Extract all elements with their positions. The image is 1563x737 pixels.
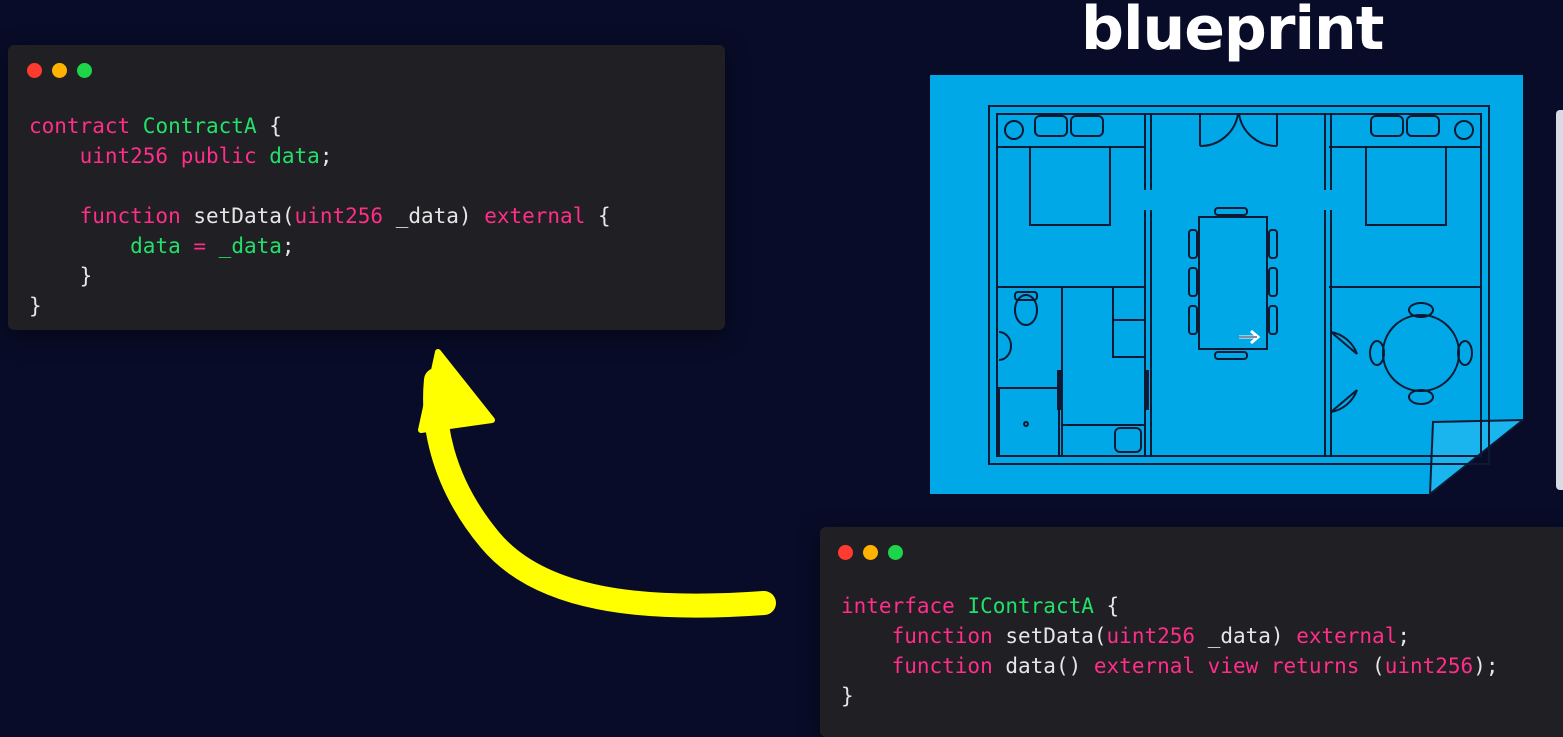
code-block-interface: interface IContractA { function setData(… bbox=[841, 591, 1499, 711]
code-token: external bbox=[484, 204, 586, 228]
code-token: _data) bbox=[1195, 624, 1297, 648]
code-line: data = _data; bbox=[29, 231, 611, 261]
code-line: } bbox=[29, 291, 611, 321]
code-block-contract: contract ContractA { uint256 public data… bbox=[29, 111, 611, 321]
code-token: ContractA bbox=[142, 114, 257, 138]
code-window-contract: contract ContractA { uint256 public data… bbox=[8, 45, 725, 330]
code-token: data bbox=[130, 234, 181, 258]
code-token: } bbox=[29, 264, 93, 288]
maximize-dot-icon bbox=[888, 545, 903, 560]
window-controls bbox=[27, 63, 92, 78]
code-token: IContractA bbox=[967, 594, 1094, 618]
code-token: data() bbox=[1005, 654, 1094, 678]
code-line: interface IContractA { bbox=[841, 591, 1499, 621]
code-token: ; bbox=[319, 144, 333, 168]
code-line: } bbox=[841, 681, 1499, 711]
close-dot-icon bbox=[27, 63, 42, 78]
code-token: external view returns bbox=[1093, 654, 1373, 678]
code-token: { bbox=[256, 114, 282, 138]
code-line: uint256 public data; bbox=[29, 141, 611, 171]
maximize-dot-icon bbox=[77, 63, 92, 78]
code-token: external bbox=[1296, 624, 1398, 648]
code-line: } bbox=[29, 261, 611, 291]
code-token: ); bbox=[1473, 654, 1499, 678]
code-token: function bbox=[79, 204, 194, 228]
code-token: ( bbox=[1372, 654, 1385, 678]
code-token: ; bbox=[281, 234, 295, 258]
code-line: function data() external view returns (u… bbox=[841, 651, 1499, 681]
code-token: { bbox=[585, 204, 611, 228]
code-token: _data bbox=[218, 234, 282, 258]
code-token: = bbox=[180, 234, 219, 258]
code-line: function setData(uint256 _data) external… bbox=[29, 201, 611, 231]
code-token: interface bbox=[841, 594, 968, 618]
pointer-arrow-icon bbox=[1239, 329, 1261, 345]
code-token: uint256 bbox=[294, 204, 384, 228]
code-token: } bbox=[29, 294, 42, 318]
code-token: function bbox=[891, 624, 1006, 648]
code-token: uint256 bbox=[1106, 624, 1196, 648]
code-token: setData( bbox=[193, 204, 295, 228]
minimize-dot-icon bbox=[863, 545, 878, 560]
floorplan-lines bbox=[988, 105, 1490, 465]
code-line: contract ContractA { bbox=[29, 111, 611, 141]
code-token: _data) bbox=[383, 204, 485, 228]
code-token: contract bbox=[29, 114, 143, 138]
code-token: { bbox=[1093, 594, 1120, 618]
minimize-dot-icon bbox=[52, 63, 67, 78]
page-title: blueprint bbox=[1081, 0, 1384, 64]
close-dot-icon bbox=[838, 545, 853, 560]
code-token: ; bbox=[1397, 624, 1411, 648]
blueprint-paper bbox=[930, 75, 1523, 494]
code-token: } bbox=[841, 684, 854, 708]
code-token: data bbox=[269, 144, 320, 168]
blueprint-floorplan-illustration bbox=[930, 75, 1525, 497]
window-edge bbox=[1556, 110, 1563, 490]
code-token: uint256 bbox=[1384, 654, 1474, 678]
code-window-interface: interface IContractA { function setData(… bbox=[820, 527, 1563, 737]
code-token: function bbox=[891, 654, 1006, 678]
code-line: function setData(uint256 _data) external… bbox=[841, 621, 1499, 651]
window-controls bbox=[838, 545, 903, 560]
code-token: uint256 public bbox=[79, 144, 270, 168]
code-token: setData( bbox=[1005, 624, 1107, 648]
